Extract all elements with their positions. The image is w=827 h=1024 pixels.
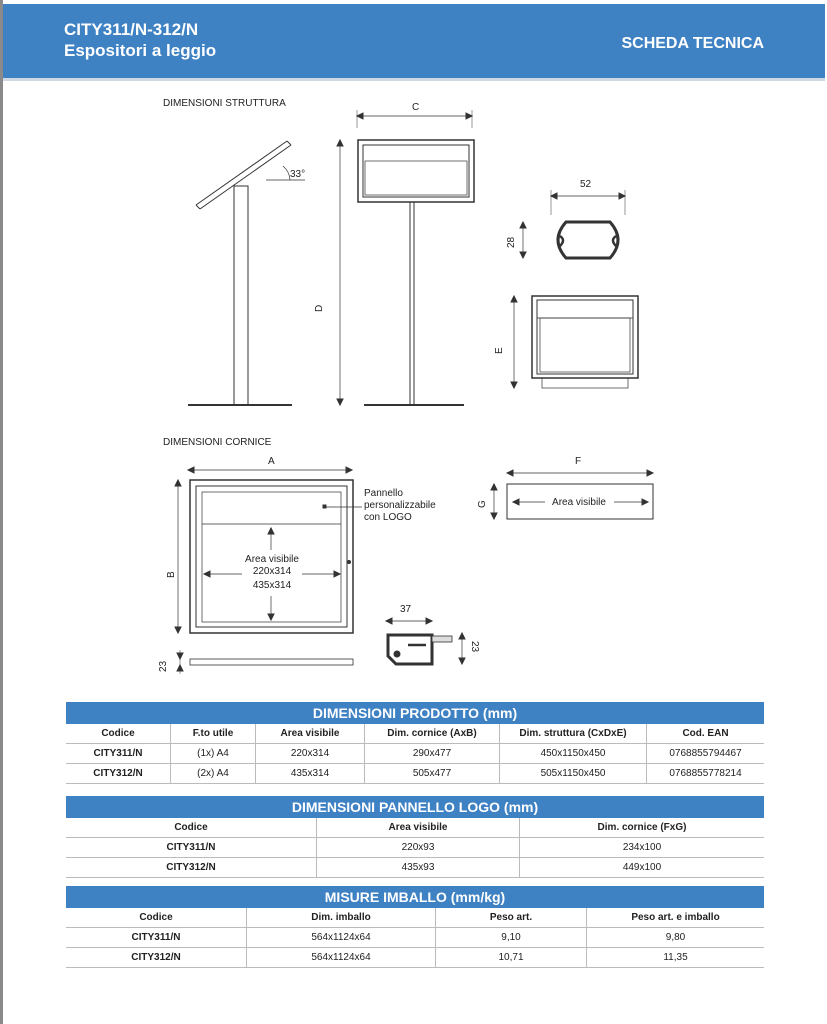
t3-cell: 564x1124x64 <box>246 927 436 948</box>
t1-cell: 220x314 <box>255 743 365 764</box>
dim-52-label: 52 <box>580 179 592 190</box>
dim-28-label: 28 <box>506 236 517 248</box>
area-visibile-f-label: Area visibile <box>552 497 606 508</box>
t3-cell: 11,35 <box>663 952 688 963</box>
dim-c-label: C <box>412 102 419 113</box>
t2-header: Dim. cornice (FxG) <box>597 822 687 833</box>
technical-drawings: DIMENSIONI STRUTTURA DIMENSIONI CORNICE … <box>158 98 655 674</box>
dim-a-label: A <box>268 456 275 467</box>
t1-header: Dim. struttura (CxDxE) <box>499 724 647 744</box>
dim-d-label: D <box>314 305 325 312</box>
side-view-drawing: 33° <box>188 140 305 406</box>
front-view-drawing: C D <box>314 102 475 407</box>
t1-cell: 505x477 <box>364 763 500 784</box>
t3-header: Dim. imballo <box>246 908 436 928</box>
area-size-312: 435x314 <box>253 580 292 591</box>
t3-header: Peso art. <box>435 908 587 928</box>
product-dimensions-table: DIMENSIONI PRODOTTO (mm) Codice F.to uti… <box>66 702 764 784</box>
t3-cell: 9,10 <box>435 927 587 948</box>
page-header: CITY311/N-312/N Espositori a leggio SCHE… <box>3 4 825 78</box>
t1-header: Dim. cornice (AxB) <box>364 724 500 744</box>
t1-cell: 505x1150x450 <box>499 763 647 784</box>
area-size-311: 220x314 <box>253 566 292 577</box>
t1-cell: (2x) A4 <box>170 763 256 784</box>
t3-title: MISURE IMBALLO (mm/kg) <box>66 886 764 908</box>
t2-cell: CITY311/N <box>66 837 317 858</box>
table-row: CITY312/N (2x) A4 435x314 505x477 505x11… <box>66 763 764 784</box>
t1-cell: 435x314 <box>255 763 365 784</box>
pannello-line1: Pannello <box>364 488 403 499</box>
struct-section-label: DIMENSIONI STRUTTURA <box>163 98 286 109</box>
t1-cell: CITY312/N <box>66 763 171 784</box>
dim-e-label: E <box>494 347 505 354</box>
profile-top-drawing: 52 28 <box>506 179 627 260</box>
t1-header: Codice <box>66 724 171 744</box>
t3-cell: CITY312/N <box>66 947 247 968</box>
t1-header: Cod. EAN <box>682 728 729 739</box>
t1-cell: 290x477 <box>364 743 500 764</box>
t2-header: Area visibile <box>316 818 520 838</box>
t3-header: Peso art. e imballo <box>631 912 720 923</box>
dim-g-label: G <box>477 500 488 508</box>
header-shadow <box>3 78 825 81</box>
t2-cell: 435x93 <box>316 857 520 878</box>
t3-cell: 10,71 <box>435 947 587 968</box>
t3-header: Codice <box>66 908 247 928</box>
t3-cell: 9,80 <box>665 932 686 943</box>
t2-header: Codice <box>66 818 317 838</box>
dim-37-label: 37 <box>400 604 412 615</box>
table-row: CITY311/N 220x93 234x100 <box>66 837 764 858</box>
t1-title: DIMENSIONI PRODOTTO (mm) <box>66 702 764 724</box>
header-doc-type: SCHEDA TECNICA <box>621 35 764 52</box>
packaging-table: MISURE IMBALLO (mm/kg) Codice Dim. imbal… <box>66 886 764 968</box>
angle-label: 33° <box>290 169 305 180</box>
area-visibile-label: Area visibile <box>245 554 299 565</box>
t3-cell: 564x1124x64 <box>246 947 436 968</box>
header-title: CITY311/N-312/N Espositori a leggio <box>64 19 216 61</box>
frame-section-label: DIMENSIONI CORNICE <box>163 437 272 448</box>
table-row: CITY311/N (1x) A4 220x314 290x477 450x11… <box>66 743 764 764</box>
dim-23-right-label: 23 <box>469 641 480 653</box>
t2-cell: 220x93 <box>316 837 520 858</box>
t2-title: DIMENSIONI PANNELLO LOGO (mm) <box>66 796 764 818</box>
t3-cell: CITY311/N <box>66 927 247 948</box>
t2-cell: CITY312/N <box>66 857 317 878</box>
logo-panel-table: DIMENSIONI PANNELLO LOGO (mm) Codice Are… <box>66 796 764 878</box>
dim-23-left-label: 23 <box>158 660 169 672</box>
t1-header: Area visibile <box>255 724 365 744</box>
t1-cell: 0768855794467 <box>669 748 742 759</box>
top-frame-drawing: E <box>494 294 639 390</box>
logo-panel-drawing: F Area visibile G <box>477 456 655 521</box>
header-title-line2: Espositori a leggio <box>64 41 217 60</box>
t1-cell: 450x1150x450 <box>499 743 647 764</box>
t2-cell: 449x100 <box>622 862 662 873</box>
table-row: CITY311/N 564x1124x64 9,10 9,80 <box>66 927 764 948</box>
table-row: CITY312/N 435x93 449x100 <box>66 857 764 878</box>
dim-b-label: B <box>166 571 177 578</box>
dim-f-label: F <box>575 456 581 467</box>
t1-cell: 0768855778214 <box>669 768 742 779</box>
t1-header: F.to utile <box>170 724 256 744</box>
frame-front-drawing: A Area visibile 220x314 435x314 B Pannel… <box>158 456 436 674</box>
t1-cell: (1x) A4 <box>170 743 256 764</box>
pannello-line2: personalizzabile <box>364 500 436 511</box>
t1-cell: CITY311/N <box>66 743 171 764</box>
header-title-line1: CITY311/N-312/N <box>64 20 199 39</box>
pannello-line3: con LOGO <box>364 512 412 523</box>
page-edge <box>0 0 3 1024</box>
profile-section-drawing: 37 23 <box>384 604 480 666</box>
t2-cell: 234x100 <box>622 842 662 853</box>
table-row: CITY312/N 564x1124x64 10,71 11,35 <box>66 947 764 968</box>
